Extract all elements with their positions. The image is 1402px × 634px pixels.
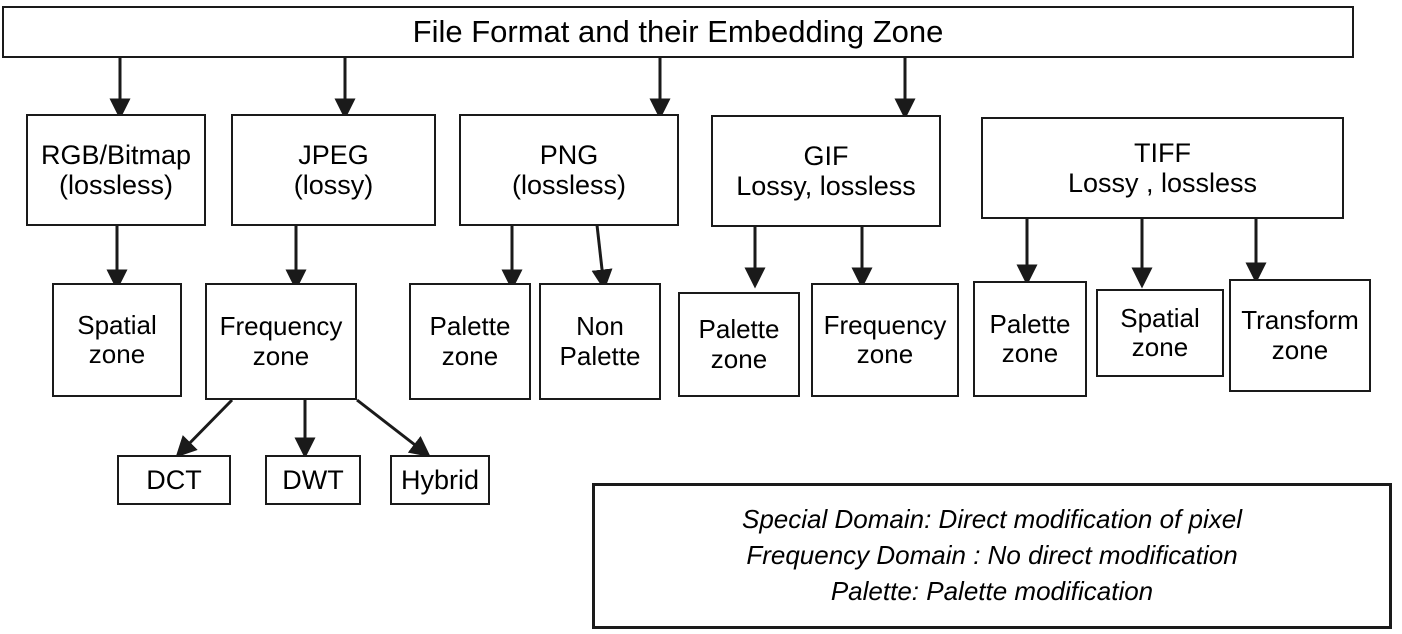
connector-frequency-to-dct: [175, 398, 234, 458]
zone-gif-palette-line2: zone: [710, 343, 768, 374]
zone-box-png-non-palette[interactable]: Non Palette: [539, 283, 661, 400]
zone-jpeg-frequency-line2: zone: [252, 340, 310, 371]
connector-frequency-to-hybrid: [356, 398, 431, 458]
zone-png-nonpalette-line2: Palette: [559, 340, 641, 371]
zone-box-rgb-spatial[interactable]: Spatial zone: [52, 283, 182, 397]
zone-tiff-palette-line1: Palette: [989, 308, 1071, 339]
format-box-png[interactable]: PNG (lossless): [459, 114, 679, 226]
format-gif-compression: Lossy, lossless: [736, 171, 916, 201]
zone-tiff-palette-line2: zone: [1001, 338, 1059, 368]
technique-dct-label: DCT: [146, 464, 202, 495]
zone-box-tiff-transform[interactable]: Transform zone: [1229, 279, 1371, 392]
zone-tiff-transform-line2: zone: [1271, 334, 1329, 365]
format-jpeg-compression: (lossy): [293, 170, 374, 200]
format-gif-name: GIF: [803, 140, 849, 171]
technique-box-dct[interactable]: DCT: [117, 455, 231, 505]
technique-box-hybrid[interactable]: Hybrid: [390, 455, 490, 505]
format-rgb-compression: (lossless): [58, 170, 173, 200]
zone-png-palette-line1: Palette: [429, 311, 511, 342]
zone-jpeg-frequency-line1: Frequency: [219, 311, 343, 342]
zone-tiff-transform-line1: Transform: [1241, 305, 1359, 336]
format-box-rgb-bitmap[interactable]: RGB/Bitmap (lossless): [26, 114, 206, 226]
zone-png-palette-line2: zone: [441, 340, 499, 371]
format-jpeg-name: JPEG: [298, 139, 369, 170]
technique-dwt-label: DWT: [282, 464, 344, 495]
zone-rgb-spatial-line1: Spatial: [77, 309, 157, 340]
diagram-title-box: File Format and their Embedding Zone: [2, 6, 1354, 58]
zone-box-tiff-palette[interactable]: Palette zone: [973, 281, 1087, 397]
format-rgb-name: RGB/Bitmap: [40, 139, 192, 170]
zone-gif-frequency-line1: Frequency: [823, 309, 947, 340]
format-png-name: PNG: [539, 139, 599, 170]
technique-hybrid-label: Hybrid: [400, 464, 480, 495]
zone-rgb-spatial-line2: zone: [88, 339, 146, 369]
zone-box-gif-palette[interactable]: Palette zone: [678, 292, 800, 397]
zone-tiff-spatial-line1: Spatial: [1120, 302, 1200, 333]
diagram-title: File Format and their Embedding Zone: [412, 13, 944, 49]
zone-box-tiff-spatial[interactable]: Spatial zone: [1096, 289, 1224, 377]
zone-tiff-spatial-line2: zone: [1131, 332, 1189, 362]
zone-png-nonpalette-line1: Non: [576, 311, 624, 342]
format-tiff-compression: Lossy , lossless: [1067, 168, 1258, 198]
zone-box-png-palette[interactable]: Palette zone: [409, 283, 531, 400]
legend-box: Special Domain: Direct modification of p…: [592, 483, 1392, 629]
format-box-tiff[interactable]: TIFF Lossy , lossless: [981, 117, 1344, 219]
legend-line-frequency-domain: Frequency Domain : No direct modificatio…: [746, 540, 1238, 571]
legend-line-special-domain: Special Domain: Direct modification of p…: [742, 504, 1242, 535]
connector-png-to-nonpalette: [591, 224, 613, 291]
format-box-gif[interactable]: GIF Lossy, lossless: [711, 115, 941, 227]
format-tiff-name: TIFF: [1134, 137, 1191, 168]
zone-box-gif-frequency[interactable]: Frequency zone: [811, 283, 959, 397]
format-png-compression: (lossless): [511, 170, 626, 200]
zone-gif-frequency-line2: zone: [856, 339, 914, 369]
technique-box-dwt[interactable]: DWT: [265, 455, 361, 505]
format-box-jpeg[interactable]: JPEG (lossy): [231, 114, 436, 226]
zone-box-jpeg-frequency[interactable]: Frequency zone: [205, 283, 357, 400]
zone-gif-palette-line1: Palette: [698, 314, 780, 345]
legend-line-palette: Palette: Palette modification: [830, 575, 1154, 606]
